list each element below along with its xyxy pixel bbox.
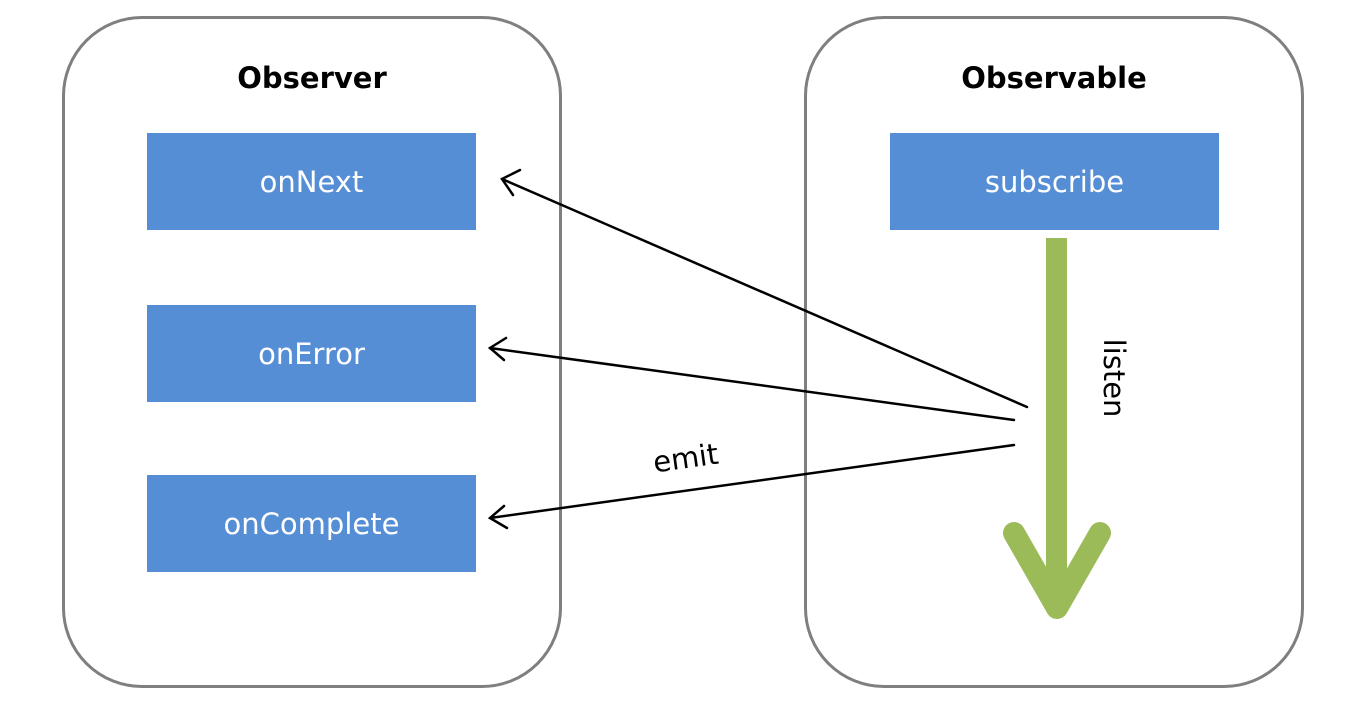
emit-arrow-onnext-head [500,168,522,197]
onerror-label: onError [258,336,365,371]
emit-label: emit [651,437,721,480]
listen-arrow-head [1003,522,1111,619]
emit-arrow-oncomplete [487,443,1016,530]
emit-arrow-onnext-line [500,177,1029,409]
oncomplete-box: onComplete [147,475,476,572]
emit-arrow-oncomplete-head [487,504,509,530]
emit-arrow-onnext [500,168,1029,409]
observer-title: Observer [237,61,387,95]
onerror-box: onError [147,305,476,402]
listen-label: listen [1097,339,1131,418]
emit-arrow-oncomplete-line [488,443,1016,520]
oncomplete-label: onComplete [223,506,400,541]
onnext-box: onNext [147,133,476,230]
emit-arrow-onerror [487,336,1016,422]
onnext-label: onNext [259,164,364,199]
observable-title: Observable [961,61,1147,95]
emit-arrow-onerror-head [487,336,508,362]
emit-arrow-onerror-line [488,346,1016,422]
subscribe-label: subscribe [984,164,1125,199]
listen-arrow-shaft [1046,238,1067,608]
listen-arrow [1003,238,1111,619]
subscribe-box: subscribe [890,133,1219,230]
